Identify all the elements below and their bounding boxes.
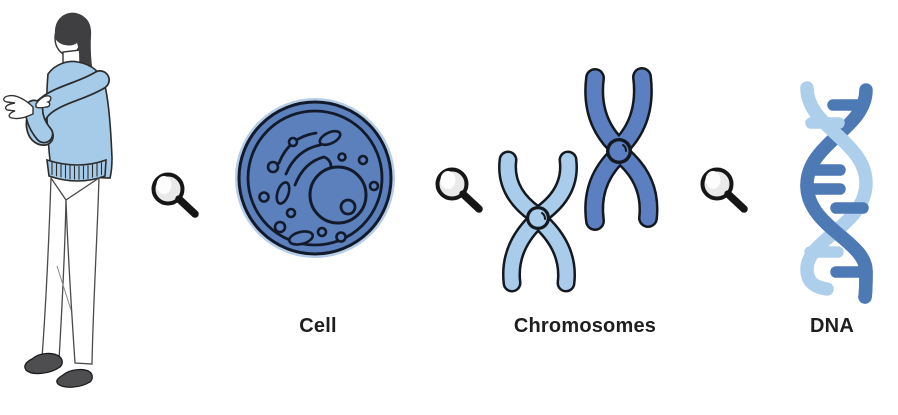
chromosomes-illustration <box>498 67 659 293</box>
cell-nucleolus <box>339 198 357 216</box>
person-legs <box>24 175 100 388</box>
magnifying-glass-icon <box>151 172 199 218</box>
dna-strands <box>800 81 873 304</box>
lens-highlight <box>705 171 721 189</box>
chromosomes-label: Chromosomes <box>513 315 657 337</box>
magnifying-glass-icon <box>435 167 483 213</box>
magnifying-glass-icon <box>700 167 748 213</box>
cell-illustration <box>235 98 395 258</box>
dna-strand-light <box>800 81 873 296</box>
cell-inner-membrane <box>246 109 384 247</box>
person-shoe-back <box>56 368 93 388</box>
person-pant-front <box>41 175 67 361</box>
person-pant-back <box>65 176 100 365</box>
person-torso <box>3 60 113 182</box>
cell-label: Cell <box>299 315 337 337</box>
standing-person-illustration <box>3 12 113 388</box>
person-hand-right <box>35 95 52 109</box>
chromosome-dark <box>584 67 659 231</box>
cell-nucleus <box>308 165 368 225</box>
dna-double-helix-illustration <box>800 81 873 304</box>
dna-base-pairs <box>804 99 869 278</box>
dna-label: DNA <box>810 315 854 337</box>
person-shoe-front <box>24 352 63 375</box>
person-forearm <box>26 101 52 142</box>
person-hand-left <box>3 94 34 120</box>
chromosome-light <box>498 150 578 293</box>
person-waistband <box>46 158 107 182</box>
lens-highlight <box>156 176 172 194</box>
lens-highlight <box>440 171 456 189</box>
cell-organelles <box>258 129 380 246</box>
